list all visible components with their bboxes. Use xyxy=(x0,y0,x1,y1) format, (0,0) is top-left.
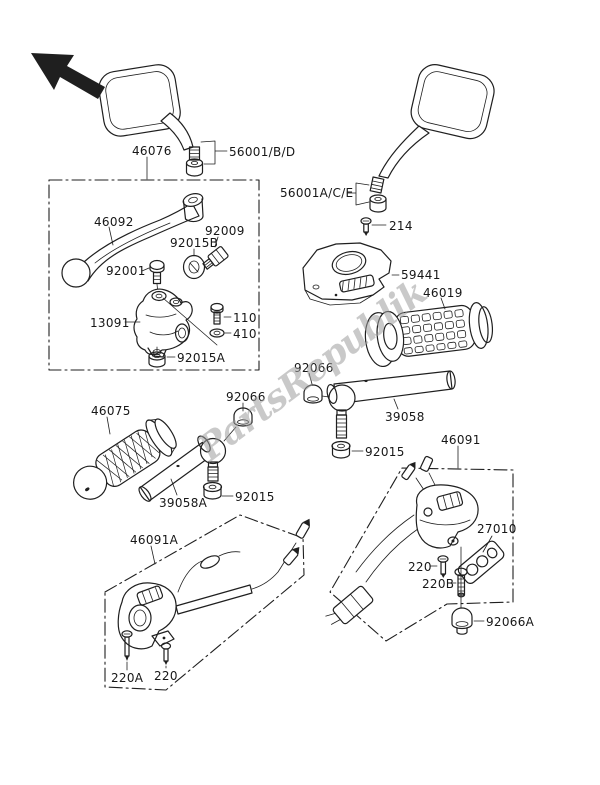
screw-220b xyxy=(450,567,468,598)
part-label-92001: 92001 xyxy=(106,264,146,278)
part-label-92066a: 92066A xyxy=(486,615,535,629)
screw-220-right xyxy=(429,555,449,578)
switch-case-59441 xyxy=(302,242,400,306)
part-label-220b: 220B xyxy=(422,577,455,591)
part-label-410: 410 xyxy=(233,327,257,341)
part-label-46092: 46092 xyxy=(94,215,134,229)
left-mirror xyxy=(98,64,228,177)
part-label-46019: 46019 xyxy=(423,286,463,300)
right-switch-box-46091 xyxy=(325,455,514,642)
handlebar-tube-39058 xyxy=(326,370,456,459)
part-label-92015b: 92015B xyxy=(170,236,219,250)
screw-220-left xyxy=(160,642,172,669)
left-grip-46075 xyxy=(73,418,177,500)
part-label-92015-right: 92015 xyxy=(365,445,405,459)
part-label-56001-bd: 56001/B/D xyxy=(229,145,296,159)
part-label-220a: 220A xyxy=(111,671,144,685)
lever-assembly-box xyxy=(48,179,260,371)
part-label-220-right: 220 xyxy=(408,560,432,574)
part-label-27010: 27010 xyxy=(477,522,517,536)
part-label-220-left: 220 xyxy=(154,669,178,683)
part-label-92015-left: 92015 xyxy=(235,490,275,504)
part-label-46091a: 46091A xyxy=(130,533,179,547)
part-label-46075: 46075 xyxy=(91,404,131,418)
plug-92066-left xyxy=(223,402,253,442)
part-label-46076: 46076 xyxy=(132,144,172,158)
right-mirror xyxy=(346,64,495,236)
throttle-grip-46019 xyxy=(364,302,494,368)
part-label-110: 110 xyxy=(233,311,257,325)
part-label-56001-ace: 56001A/C/E xyxy=(280,186,354,200)
screw-214 xyxy=(360,217,387,236)
left-switch-box-46091a xyxy=(104,514,310,691)
part-label-39058: 39058 xyxy=(385,410,425,424)
plug-92066a xyxy=(451,607,485,635)
part-label-92066-right: 92066 xyxy=(294,361,334,375)
plug-92066-right xyxy=(303,372,330,404)
part-label-92015a: 92015A xyxy=(177,351,226,365)
screw-220a xyxy=(121,630,133,671)
part-label-59441: 59441 xyxy=(401,268,441,282)
part-label-92009: 92009 xyxy=(205,224,245,238)
part-label-92066-left: 92066 xyxy=(226,390,266,404)
part-label-214: 214 xyxy=(389,219,413,233)
part-label-39058a: 39058A xyxy=(159,496,208,510)
part-label-13091: 13091 xyxy=(90,316,130,330)
direction-arrow-icon xyxy=(31,53,105,99)
part-label-46091: 46091 xyxy=(441,433,481,447)
handlebar-tube-39058a xyxy=(138,435,234,502)
